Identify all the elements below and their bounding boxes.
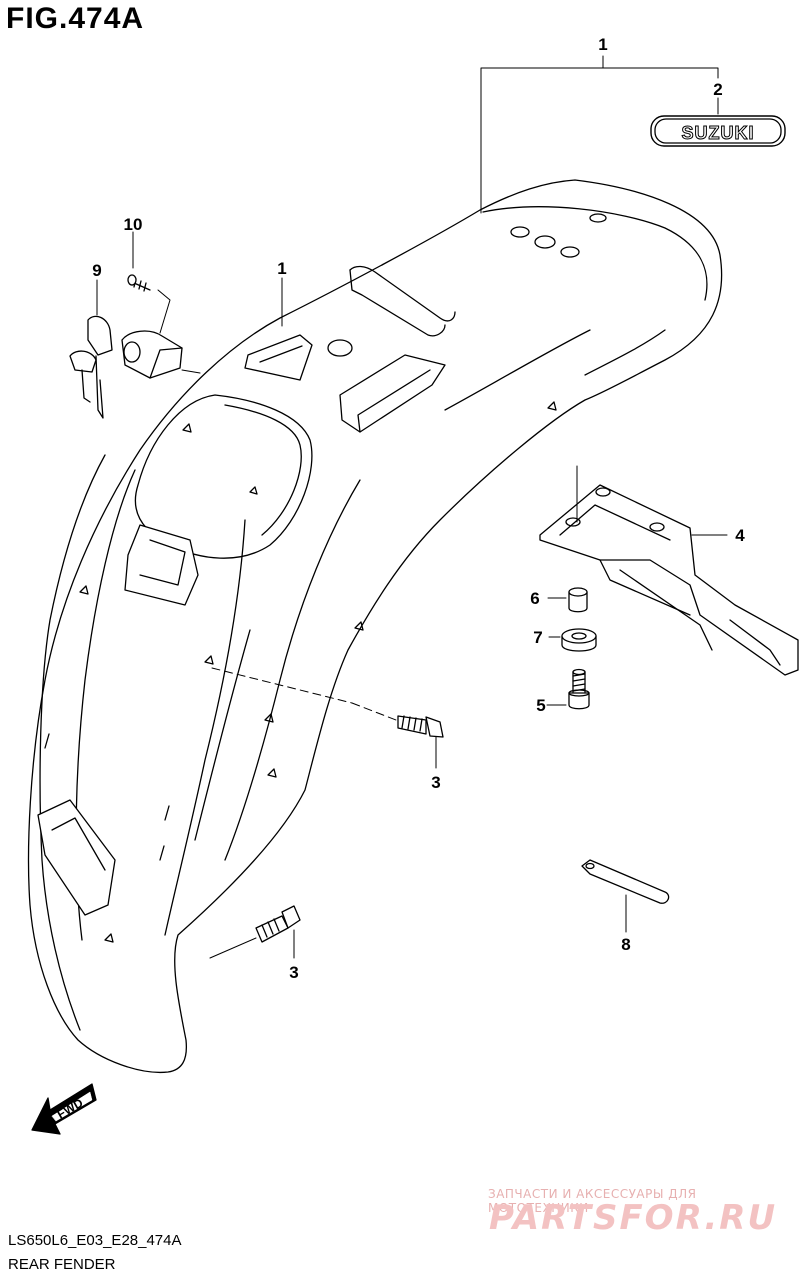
lock-assembly-part-10 (121, 274, 183, 379)
suzuki-emblem-part-2 (650, 115, 786, 147)
bolt-part-3-upper (397, 715, 444, 738)
callout-8: 8 (621, 935, 630, 954)
callout-1-left: 1 (277, 259, 286, 278)
bracket-part-4 (539, 484, 799, 676)
key-part-9 (69, 315, 113, 419)
callout-3-upper: 3 (431, 773, 440, 792)
collar-part-6 (568, 587, 588, 613)
model-code: LS650L6_E03_E28_474A (8, 1232, 182, 1249)
watermark-logo: PARTSFOR.RU (489, 1198, 778, 1238)
watermark-tagline: ЗАПЧАСТИ И АКСЕССУАРЫ ДЛЯ МОТОТЕХНИКИ (488, 1187, 697, 1215)
callout-1-top: 1 (598, 35, 607, 54)
figure-title: FIG.474A (6, 2, 145, 35)
callout-5: 5 (536, 696, 545, 715)
rear-fender-part-1 (27, 179, 723, 1074)
callout-6: 6 (530, 589, 539, 608)
section-name: REAR FENDER (8, 1256, 116, 1273)
callout-7: 7 (533, 628, 542, 647)
grommet-part-7 (561, 628, 597, 652)
callout-3-lower: 3 (289, 963, 298, 982)
fwd-arrow (31, 1083, 97, 1135)
callout-9: 9 (92, 261, 101, 280)
clamp-part-8 (581, 859, 670, 904)
callout-10: 10 (124, 215, 143, 234)
callout-4: 4 (735, 526, 745, 545)
callout-2: 2 (713, 80, 722, 99)
leader-lines (96, 55, 728, 959)
bolt-part-5 (568, 668, 590, 710)
bolt-part-3-lower (255, 905, 301, 943)
emblem-text: SUZUKI (682, 123, 755, 143)
